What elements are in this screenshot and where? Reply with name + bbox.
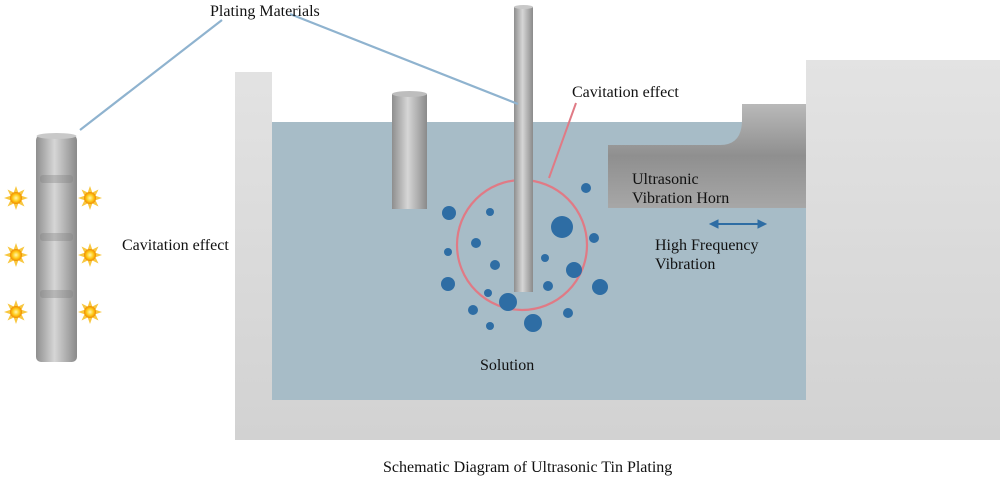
cavitation-pointer [548, 102, 577, 179]
plating-rod [514, 5, 533, 292]
spark-icons [4, 186, 102, 324]
magnified-rod [36, 133, 77, 362]
solution-label: Solution [480, 357, 535, 374]
vibration-horn-label-line1: Ultrasonic [632, 171, 699, 188]
spark-icon [78, 243, 102, 267]
bubbles [441, 183, 608, 332]
short-cylinder [392, 91, 427, 209]
diagram-caption: Schematic Diagram of Ultrasonic Tin Plat… [383, 459, 673, 476]
cavitation-effect-label: Cavitation effect [572, 84, 679, 101]
leader-lines [79, 12, 519, 131]
ultrasonic-horn [608, 104, 806, 208]
double-arrow-icon [708, 219, 768, 229]
tank [235, 60, 1000, 440]
high-frequency-vibration-label: High Frequency Vibration [655, 236, 805, 274]
plating-materials-label: Plating Materials [210, 3, 320, 20]
spark-icon [4, 300, 28, 324]
vibration-horn-label-line2: Vibration Horn [632, 190, 730, 207]
high-frequency-label-line1: High Frequency [655, 237, 759, 254]
spark-icon [4, 186, 28, 210]
vibration-horn-label: Ultrasonic Vibration Horn [632, 170, 772, 208]
spark-icon [78, 186, 102, 210]
high-frequency-label-line2: Vibration [655, 256, 716, 273]
spark-icon [78, 300, 102, 324]
cavitation-effect-left-label: Cavitation effect [122, 237, 229, 254]
spark-icon [4, 243, 28, 267]
